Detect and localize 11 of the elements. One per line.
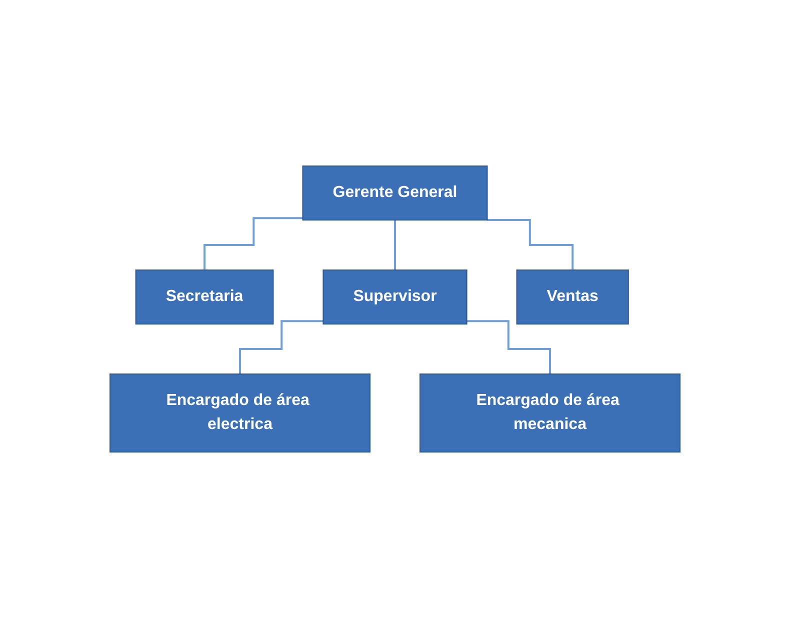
node-box: Encargado de área mecanica xyxy=(419,373,680,452)
node-box: Supervisor xyxy=(322,269,467,324)
connector xyxy=(394,218,396,270)
node-box: Ventas xyxy=(516,269,628,324)
node-box: Gerente General xyxy=(302,165,488,220)
connector xyxy=(238,320,323,374)
connector xyxy=(203,216,302,270)
node-box: Encargado de área electrica xyxy=(109,373,370,452)
connector xyxy=(466,320,550,374)
node-box: Secretaria xyxy=(134,269,274,324)
connector xyxy=(486,218,574,270)
